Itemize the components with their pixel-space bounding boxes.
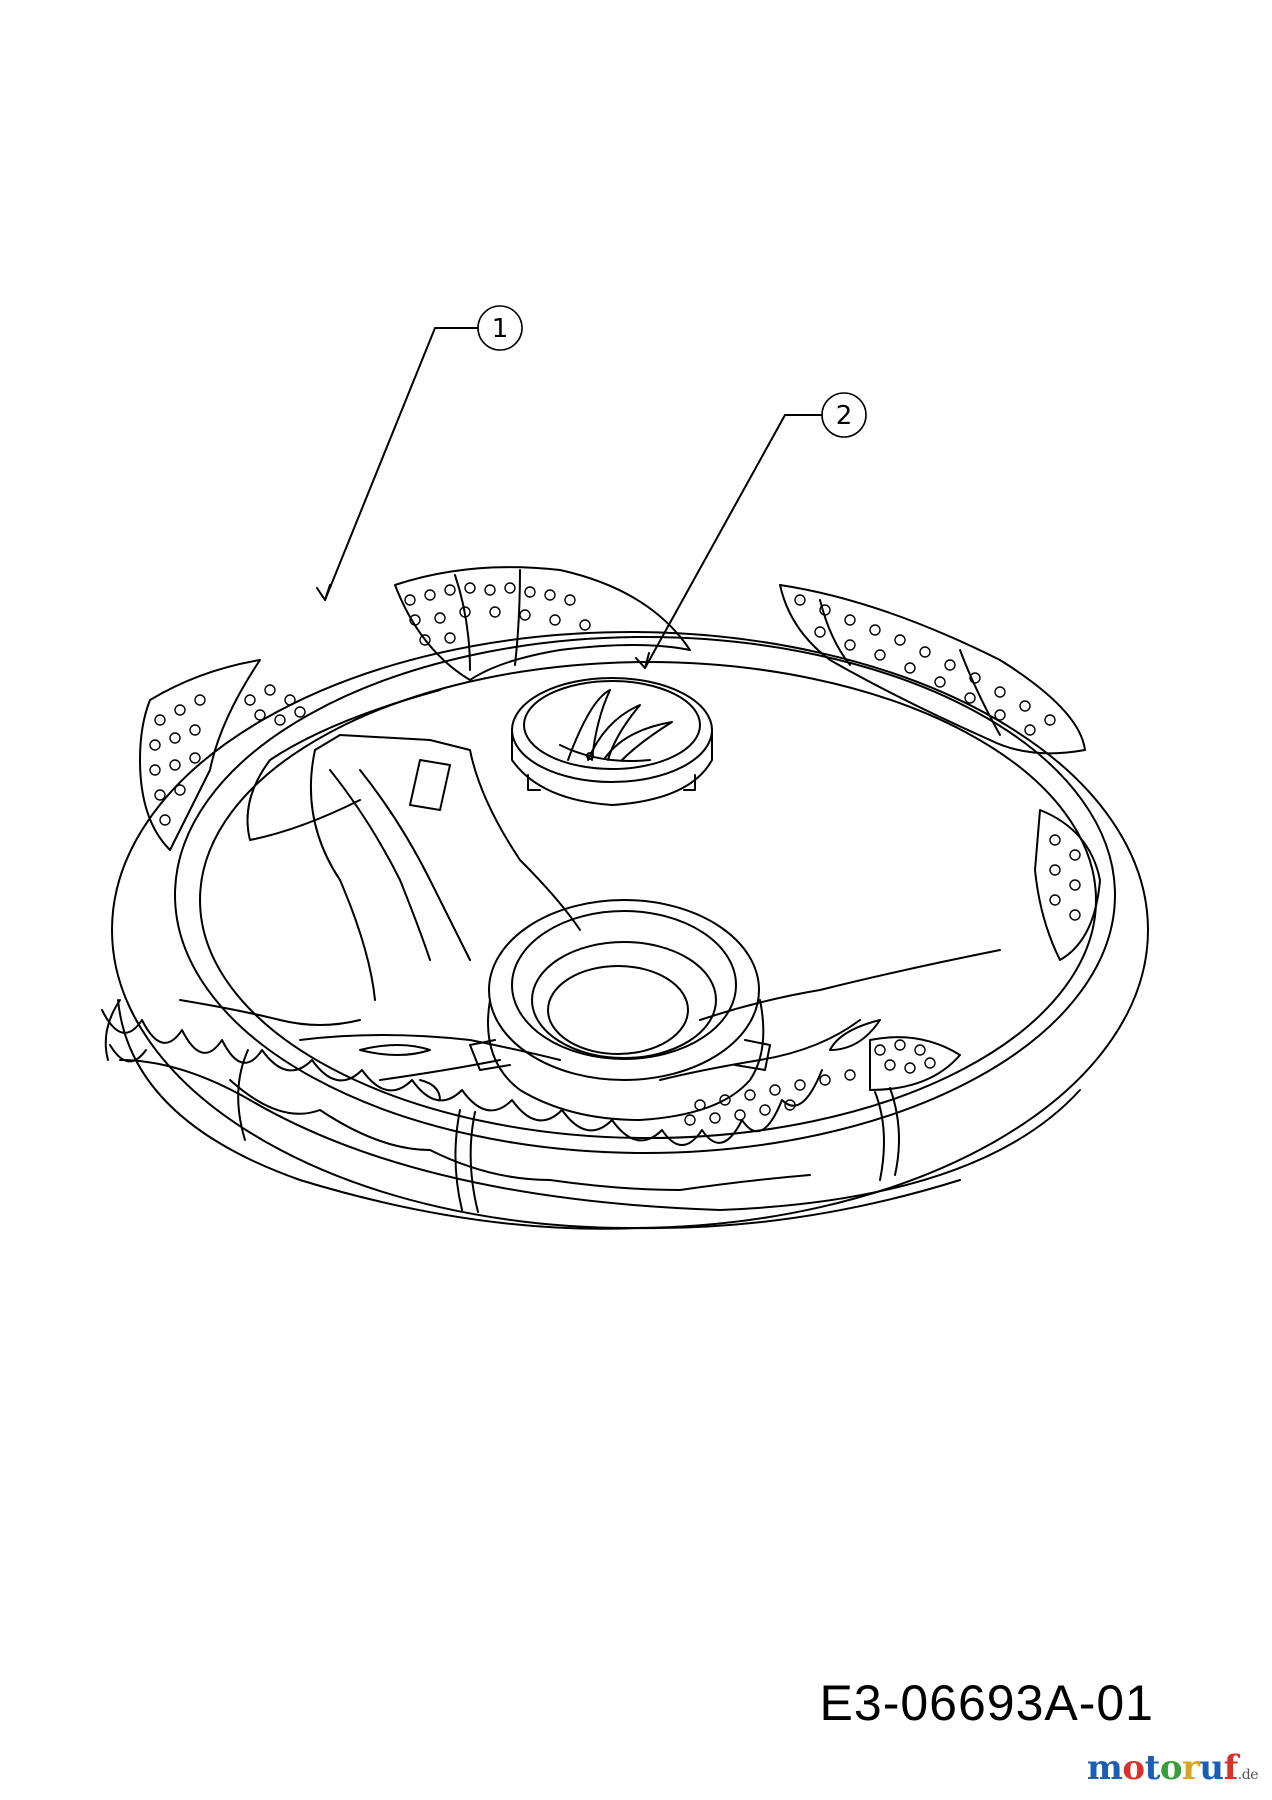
grip-perforations [149,582,1081,1126]
watermark-letter: r [1182,1748,1200,1788]
callout-1-leader [324,327,479,601]
center-cap [511,677,713,806]
callout-2-balloon [821,392,867,438]
drawing-part-number: E3-06693A-01 [819,1675,1154,1731]
callout-2-arrowhead [635,652,650,669]
watermark-letter: m [1086,1748,1123,1788]
callout-2-number: 2 [836,401,853,431]
watermark-letter: o [1159,1748,1183,1788]
watermark-letter: o [1122,1748,1145,1788]
callout-leaders [316,327,823,669]
callout-2-leader [644,414,823,669]
watermark-letter: f [1223,1748,1239,1788]
watermark-suffix: .de [1237,1767,1259,1783]
watermark-letter: u [1199,1748,1224,1788]
upper-grip-pads [139,566,1101,1091]
callout-1-balloon [477,305,523,351]
watermark-text: motoruf [1087,1748,1238,1788]
motoruf-watermark-logo: motoruf.de [1087,1748,1259,1788]
callout-1-number: 1 [492,314,509,344]
callout-1-arrowhead [316,584,331,601]
rim-grip-bands [104,999,900,1213]
rim-grip-wave [101,1009,823,1191]
steering-wheel-rim [111,631,1149,1230]
watermark-letter: t [1144,1748,1161,1788]
steering-wheel-hub [469,899,771,1121]
